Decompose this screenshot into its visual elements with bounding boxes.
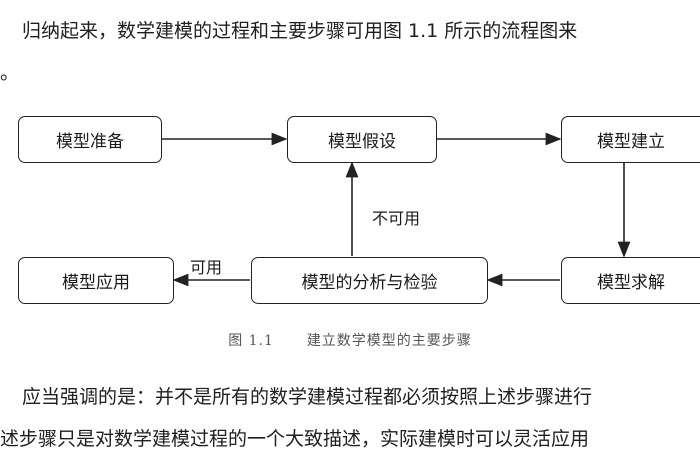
- node-model-solving: 模型求解: [561, 257, 700, 304]
- intro-paragraph-line2: 。: [0, 62, 20, 84]
- figure-caption-label: 图 1.1: [228, 333, 274, 349]
- node-model-preparation: 模型准备: [18, 116, 162, 163]
- intro-paragraph-line1: 归纳起来，数学建模的过程和主要步骤可用图 1.1 所示的流程图来: [22, 20, 578, 42]
- edge-label-usable: 可用: [190, 258, 223, 277]
- node-model-building: 模型建立: [561, 116, 700, 163]
- node-model-assumption: 模型假设: [287, 116, 437, 163]
- node-model-analysis-validation: 模型的分析与检验: [251, 257, 488, 304]
- figure-caption-title: 建立数学模型的主要步骤: [306, 333, 472, 349]
- body-paragraph-line2: 述步骤只是对数学建模过程的一个大致描述，实际建模时可以灵活应用: [0, 428, 590, 450]
- edge-label-unusable: 不可用: [372, 209, 421, 228]
- figure-caption: 图 1.1 建立数学模型的主要步骤: [0, 330, 700, 352]
- body-paragraph-line1: 应当强调的是：并不是所有的数学建模过程都必须按照上述步骤进行: [22, 386, 593, 408]
- node-model-application: 模型应用: [18, 257, 174, 304]
